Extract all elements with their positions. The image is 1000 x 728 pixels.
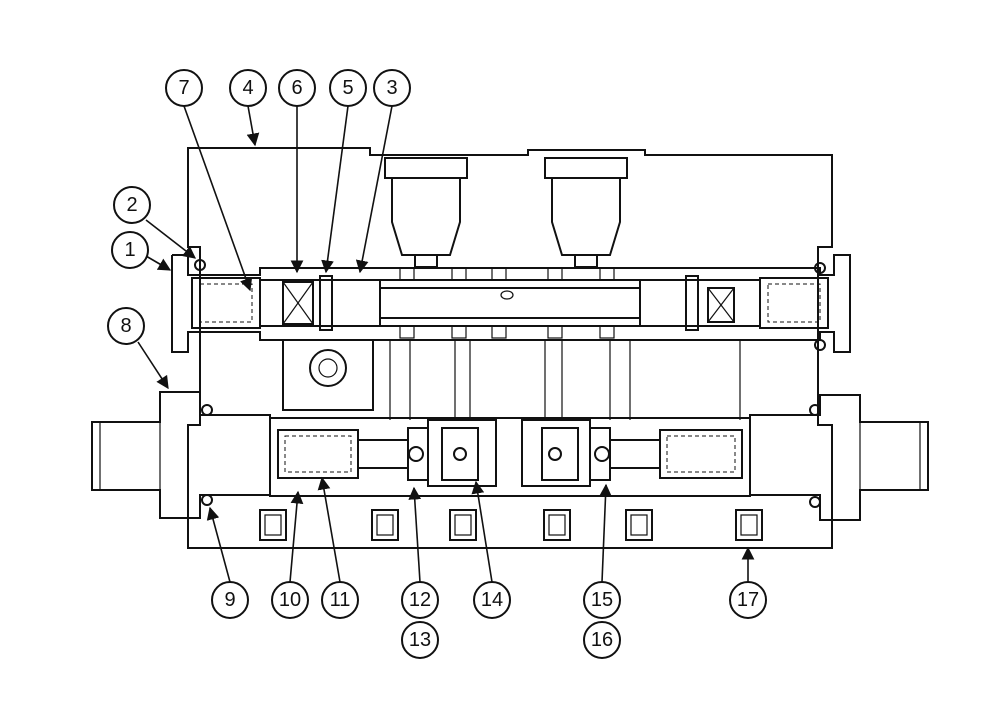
leader-10 <box>289 490 304 583</box>
leader-7 <box>183 105 253 292</box>
callout-2: 2 <box>113 186 151 224</box>
callout-6: 6 <box>278 69 316 107</box>
callout-13: 13 <box>401 621 439 659</box>
leader-14 <box>471 480 493 583</box>
callout-label-6: 6 <box>291 77 302 99</box>
callout-label-14: 14 <box>481 589 503 611</box>
leader-lines <box>137 105 755 583</box>
leader-9 <box>206 506 231 583</box>
valve-body <box>187 147 833 549</box>
callout-label-9: 9 <box>224 589 235 611</box>
leader-12 <box>408 486 422 583</box>
leader-8 <box>137 341 169 390</box>
callout-7: 7 <box>165 69 203 107</box>
callout-label-5: 5 <box>342 77 353 99</box>
bottom-plugs <box>259 509 763 541</box>
callout-label-13: 13 <box>409 629 431 651</box>
leader-3 <box>355 105 393 274</box>
callout-label-3: 3 <box>386 77 397 99</box>
callout-14: 14 <box>473 581 511 619</box>
callout-1: 1 <box>111 231 149 269</box>
callout-10: 10 <box>271 581 309 619</box>
callout-11: 11 <box>321 581 359 619</box>
callout-15: 15 <box>583 581 621 619</box>
callout-label-7: 7 <box>178 77 189 99</box>
callout-17: 17 <box>729 581 767 619</box>
leader-15 <box>599 483 612 583</box>
callout-label-15: 15 <box>591 589 613 611</box>
callout-8: 8 <box>107 307 145 345</box>
leader-5 <box>321 105 349 274</box>
callout-label-2: 2 <box>126 194 137 216</box>
lower-bore <box>269 417 751 497</box>
callout-label-16: 16 <box>591 629 613 651</box>
upper-bore <box>171 254 851 353</box>
callout-5: 5 <box>329 69 367 107</box>
callout-label-12: 12 <box>409 589 431 611</box>
callout-label-4: 4 <box>242 77 253 99</box>
leader-4 <box>246 105 260 147</box>
middle-cavity <box>282 339 741 420</box>
callout-3: 3 <box>373 69 411 107</box>
callout-label-17: 17 <box>737 589 759 611</box>
left-fitting <box>91 391 271 519</box>
callout-16: 16 <box>583 621 621 659</box>
leader-11 <box>317 476 341 583</box>
callout-label-1: 1 <box>124 239 135 261</box>
callout-label-10: 10 <box>279 589 301 611</box>
callout-12: 12 <box>401 581 439 619</box>
callout-label-8: 8 <box>120 315 131 337</box>
leader-2 <box>145 219 197 259</box>
callout-4: 4 <box>229 69 267 107</box>
right-fitting <box>749 394 929 521</box>
top-port-right <box>544 157 628 268</box>
callout-label-11: 11 <box>330 589 351 611</box>
top-port-left <box>384 157 468 268</box>
leader-1 <box>145 255 172 271</box>
callout-9: 9 <box>211 581 249 619</box>
